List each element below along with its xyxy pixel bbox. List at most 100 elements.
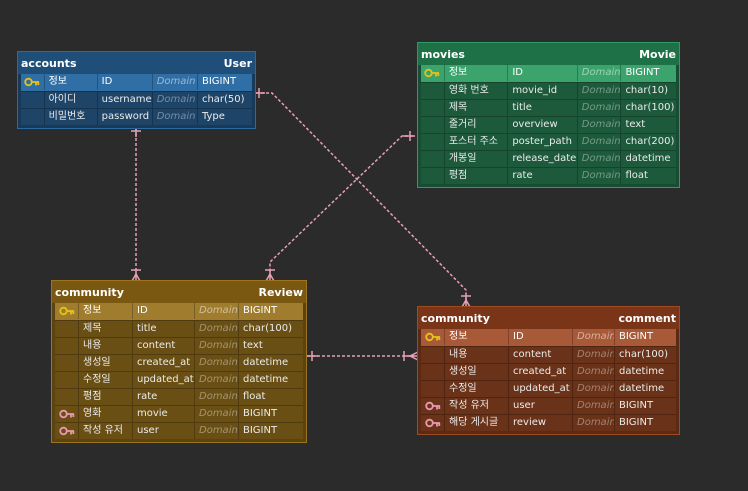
column-domain: Domain [578, 151, 622, 167]
column-type: datetime [619, 383, 665, 394]
column-domain: Domain [195, 372, 239, 388]
key-cell [55, 355, 79, 371]
column-type: BIGINT [201, 76, 237, 87]
table-name: Movie [639, 47, 676, 61]
column-label: 내용 [79, 338, 133, 354]
key-cell [421, 117, 445, 133]
column-name: movie [133, 406, 195, 422]
column-domain: Domain [195, 355, 239, 371]
column-label: 줄거리 [445, 117, 509, 133]
key-cell [421, 83, 445, 99]
column-label: 영화 [79, 406, 133, 422]
column-name: ID [508, 65, 578, 81]
column-type: text [625, 119, 646, 130]
column-label: 정보 [79, 303, 133, 319]
column-type: datetime [625, 153, 671, 164]
key-cell [55, 389, 79, 405]
column-name: rate [508, 168, 578, 184]
column-name: ID [133, 303, 195, 319]
table-header: community comment [418, 307, 679, 329]
column-domain: Domain [573, 364, 615, 380]
column-label: 평점 [79, 389, 133, 405]
column-type: BIGINT [243, 408, 278, 419]
column-label: 제목 [79, 321, 133, 337]
column-domain: Domain [195, 303, 239, 319]
key-cell [421, 168, 445, 184]
column-name: poster_path [508, 134, 578, 150]
column-name: title [133, 321, 195, 337]
key-cell [421, 347, 445, 363]
column-domain: Domain [578, 83, 622, 99]
column-label: 작성 유저 [445, 398, 509, 414]
column-type: float [243, 391, 266, 402]
column-type: BIGINT [619, 417, 654, 428]
column-type: char(100) [619, 349, 668, 360]
column-type: datetime [619, 366, 665, 377]
column-domain: Domain [195, 338, 239, 354]
column-label: 영화 번호 [445, 83, 509, 99]
column-label: 제목 [445, 100, 509, 116]
column-domain: Domain [195, 389, 239, 405]
column-type: BIGINT [243, 305, 278, 316]
column-name: review [509, 415, 573, 431]
table-name: comment [618, 311, 676, 325]
key-cell [55, 338, 79, 354]
column-domain: Domain [153, 109, 198, 125]
key-cell [421, 381, 445, 397]
column-label: 포스터 주소 [445, 134, 509, 150]
column-label: 평점 [445, 168, 509, 184]
column-label: 수정일 [445, 381, 509, 397]
table-name: Review [258, 285, 304, 299]
key-cell [21, 92, 45, 108]
column-name: username [98, 92, 153, 108]
column-domain: Domain [573, 347, 615, 363]
column-label: 수정일 [79, 372, 133, 388]
key-cell [421, 329, 445, 345]
primary-key-icon [424, 332, 440, 342]
column-name: rate [133, 389, 195, 405]
column-label: 해당 게시글 [445, 415, 509, 431]
column-name: created_at [133, 355, 195, 371]
primary-key-icon [58, 306, 74, 316]
column-label: 정보 [445, 65, 509, 81]
column-type: char(50) [201, 94, 245, 105]
table-header: accounts User [18, 52, 255, 74]
link-movie-review[interactable] [269, 135, 413, 277]
column-type: text [243, 340, 263, 351]
table-header: movies Movie [418, 43, 679, 65]
key-cell [21, 74, 45, 90]
one-mark-user-comment [256, 88, 265, 98]
column-domain: Domain [153, 92, 198, 108]
key-cell [421, 398, 445, 414]
column-domain: Domain [573, 381, 615, 397]
column-label: 생성일 [445, 364, 509, 380]
